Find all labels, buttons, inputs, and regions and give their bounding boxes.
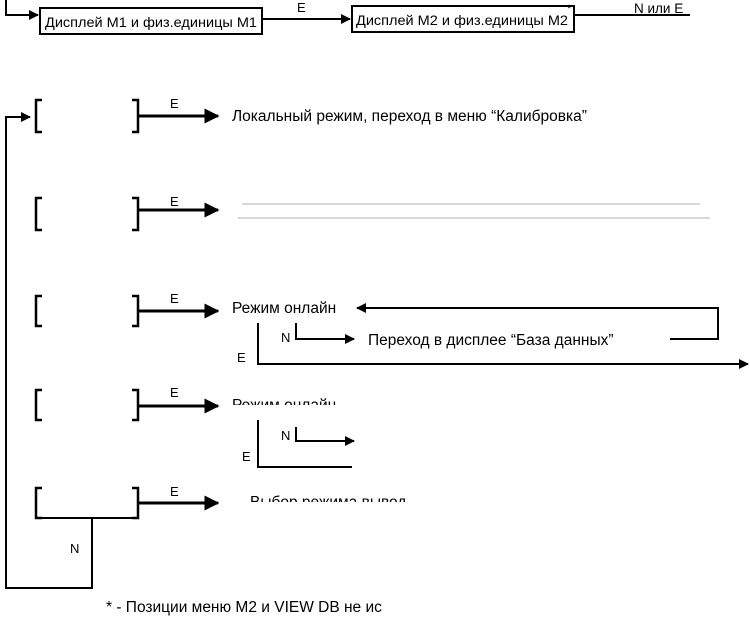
row3-n-branch xyxy=(295,323,355,344)
row1-close-bracket xyxy=(132,98,140,134)
row3-edge-label: E xyxy=(170,291,179,306)
row1-edge-label: E xyxy=(170,96,179,111)
row5-close-bracket xyxy=(132,486,140,520)
box-display-m1[interactable] xyxy=(39,7,263,35)
row1-label: Локальный режим, переход в меню “Калибро… xyxy=(232,108,587,125)
row4-n-label: N xyxy=(281,428,290,443)
left-loop-line xyxy=(5,112,93,589)
box-display-m2-label: Дисплей М2 и физ.единицы М2 xyxy=(356,13,568,28)
row5-label-fade xyxy=(245,502,445,516)
row3-return-line xyxy=(356,303,719,340)
row5-loop-n-label: N xyxy=(70,541,79,556)
row4-e-branch xyxy=(257,420,352,468)
row3-e-label: E xyxy=(237,350,246,365)
row2-close-bracket xyxy=(132,196,140,232)
n-or-e-label: N или E xyxy=(634,1,683,16)
row1-open-bracket xyxy=(34,98,42,134)
row4-close-bracket xyxy=(132,388,140,422)
asterisk-mark: * xyxy=(567,3,572,15)
row3-open-bracket xyxy=(34,294,42,328)
row4-n-branch xyxy=(295,427,355,446)
box-display-m1-label: Дисплей М1 и физ.единицы М1 xyxy=(45,15,257,30)
row5-open-bracket xyxy=(34,486,42,520)
row4-open-bracket xyxy=(34,388,42,422)
row2-edge-label: E xyxy=(170,194,179,209)
row3-label: Режим онлайн xyxy=(232,300,336,317)
row3-n-label: N xyxy=(281,330,290,345)
footnote: * - Позиции меню М2 и VIEW DB не ис xyxy=(106,599,382,616)
row5-edge-label: E xyxy=(170,484,179,499)
row2-open-bracket xyxy=(34,196,42,232)
row3-close-bracket xyxy=(132,294,140,328)
box-display-m2[interactable] xyxy=(351,5,575,33)
row4-e-label: E xyxy=(242,449,251,464)
row2-faded-text xyxy=(238,203,710,219)
arrow-m1-to-m2-label: E xyxy=(297,0,306,15)
row4-edge-label: E xyxy=(170,385,179,400)
row3-n-target-label: Переход в дисплее “База данных” xyxy=(368,332,614,349)
entry-line xyxy=(5,0,39,20)
row4-label-fade xyxy=(232,405,392,417)
row3-e-branch xyxy=(257,323,749,369)
